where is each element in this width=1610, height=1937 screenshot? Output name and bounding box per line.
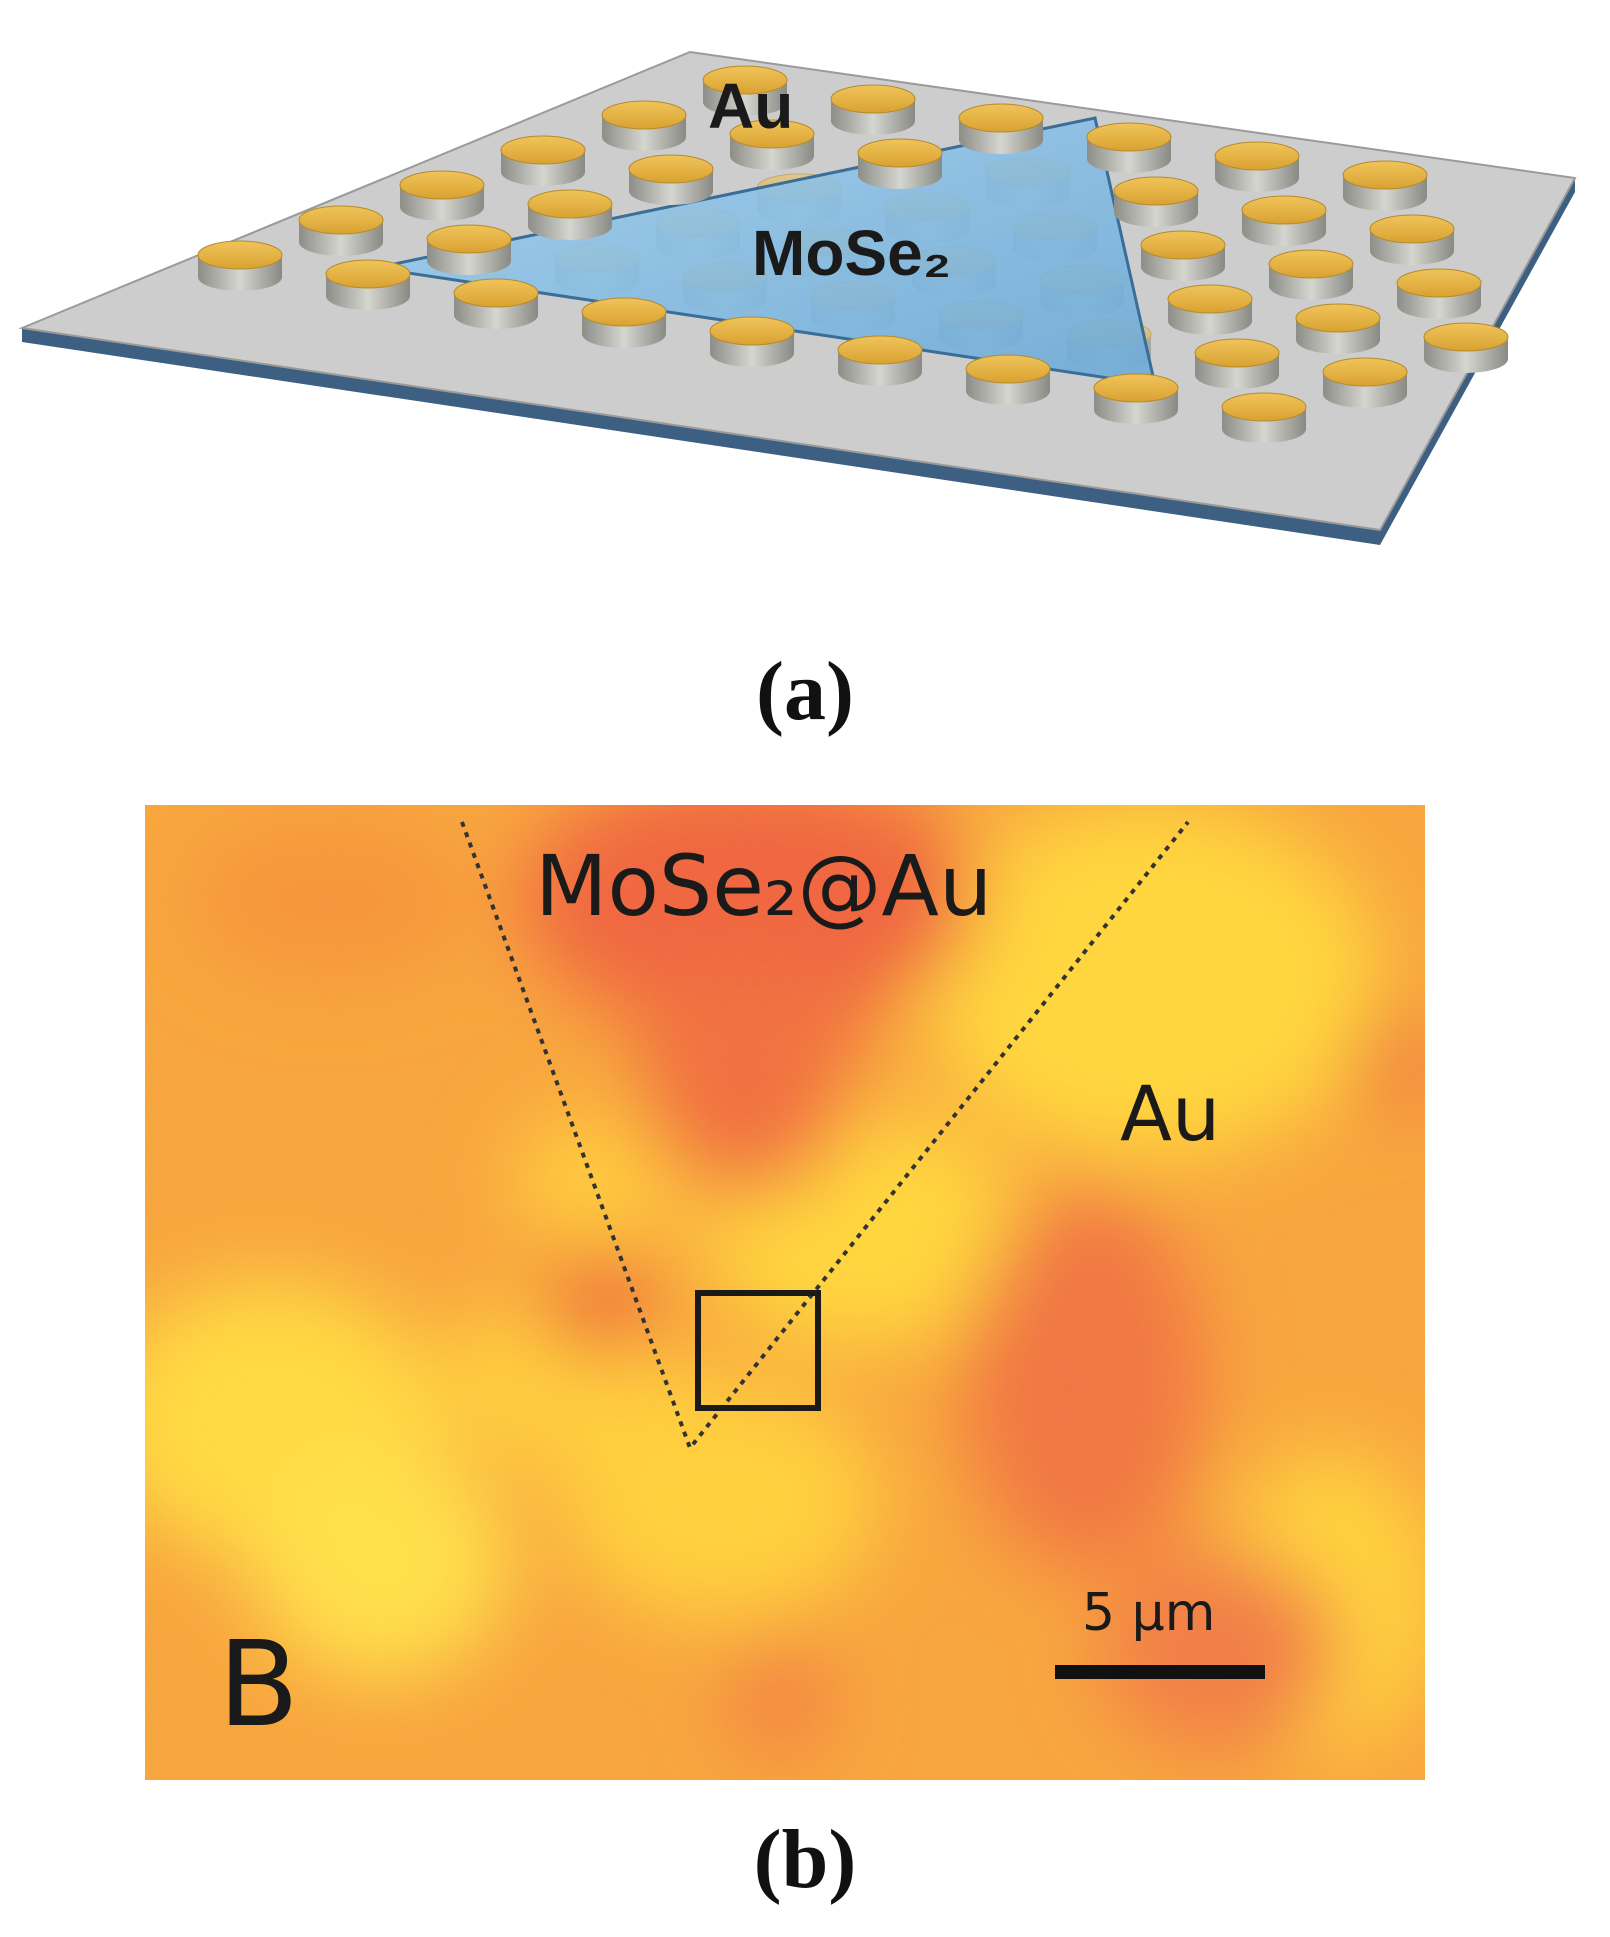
gold-disk xyxy=(837,335,923,386)
gold-disk xyxy=(325,259,411,310)
gold-disk xyxy=(965,354,1051,405)
label-mose2: MoSe₂ xyxy=(752,217,951,289)
label-mose2-au: MoSe₂@Au xyxy=(535,837,992,935)
gold-disk xyxy=(426,224,512,275)
gold-disk xyxy=(527,189,613,240)
gold-disk xyxy=(601,100,687,151)
gold-disk xyxy=(1221,392,1307,443)
gold-disk xyxy=(1214,141,1300,192)
schematic-panel-a: Au MoSe₂ xyxy=(18,50,1577,545)
zoom-box xyxy=(695,1290,821,1411)
mose2-outline xyxy=(460,820,1190,1453)
gold-disk xyxy=(1423,322,1509,373)
gold-disk xyxy=(830,84,916,135)
caption-a: (a) xyxy=(756,645,854,738)
gold-disk xyxy=(197,240,283,291)
gold-disk xyxy=(702,65,788,116)
gold-disk xyxy=(628,154,714,205)
gold-disk xyxy=(1194,338,1280,389)
gold-disk xyxy=(298,205,384,256)
gold-disk xyxy=(958,103,1044,154)
gold-disk xyxy=(1113,176,1199,227)
gold-disk xyxy=(1086,122,1172,173)
gold-disk xyxy=(1268,249,1354,300)
gold-disk xyxy=(1167,284,1253,335)
gold-disk xyxy=(500,135,586,186)
scale-bar xyxy=(1055,1665,1265,1679)
gold-disk xyxy=(857,138,943,189)
gold-disk-array-front xyxy=(197,65,1509,443)
gold-disk xyxy=(1093,373,1179,424)
panel-letter-b: B xyxy=(218,1615,299,1753)
gold-disk xyxy=(1322,357,1408,408)
gold-disk xyxy=(709,316,795,367)
gold-disk xyxy=(1241,195,1327,246)
gold-disk xyxy=(399,170,485,221)
gold-disk xyxy=(453,278,539,329)
gold-disk xyxy=(1369,214,1455,265)
caption-b: (b) xyxy=(753,1813,857,1906)
label-au-b: Au xyxy=(1120,1069,1220,1158)
gold-disk xyxy=(1396,268,1482,319)
gold-disk xyxy=(581,297,667,348)
gold-disk xyxy=(1342,160,1428,211)
gold-disk xyxy=(1140,230,1226,281)
gold-disk xyxy=(729,119,815,170)
scale-bar-label: 5 μm xyxy=(1082,1583,1215,1643)
gold-disk xyxy=(1295,303,1381,354)
label-au: Au xyxy=(708,70,793,142)
